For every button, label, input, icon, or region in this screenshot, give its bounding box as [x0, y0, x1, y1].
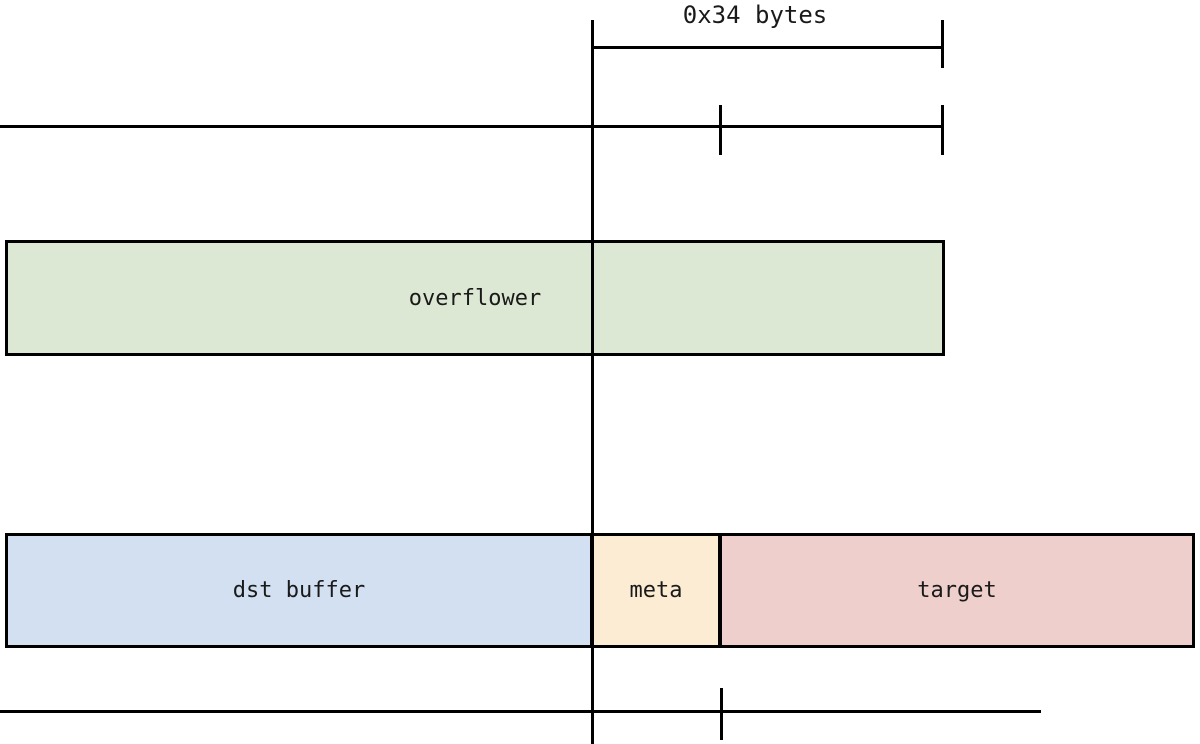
target-box-label: target	[917, 578, 997, 603]
upper-ruler-mid-tick	[719, 105, 722, 155]
measurement-label: 0x34 bytes	[682, 1, 828, 29]
overflower-box-label: overflower	[408, 285, 542, 311]
overflower-box: overflower	[5, 240, 945, 356]
upper-ruler-right-tick	[941, 105, 944, 155]
bracket-span-line	[592, 46, 943, 49]
bottom-ruler-line	[0, 710, 1041, 713]
upper-ruler-line	[0, 125, 944, 128]
dst-buffer-box-label: dst buffer	[232, 578, 366, 603]
main-vertical-reference-line	[591, 20, 594, 744]
meta-box: meta	[591, 533, 721, 648]
bottom-ruler-mid-tick	[720, 688, 723, 740]
dst-buffer-box: dst buffer	[5, 533, 593, 648]
bracket-right-tick	[941, 20, 944, 68]
meta-box-label: meta	[629, 578, 683, 603]
target-box: target	[719, 533, 1195, 648]
